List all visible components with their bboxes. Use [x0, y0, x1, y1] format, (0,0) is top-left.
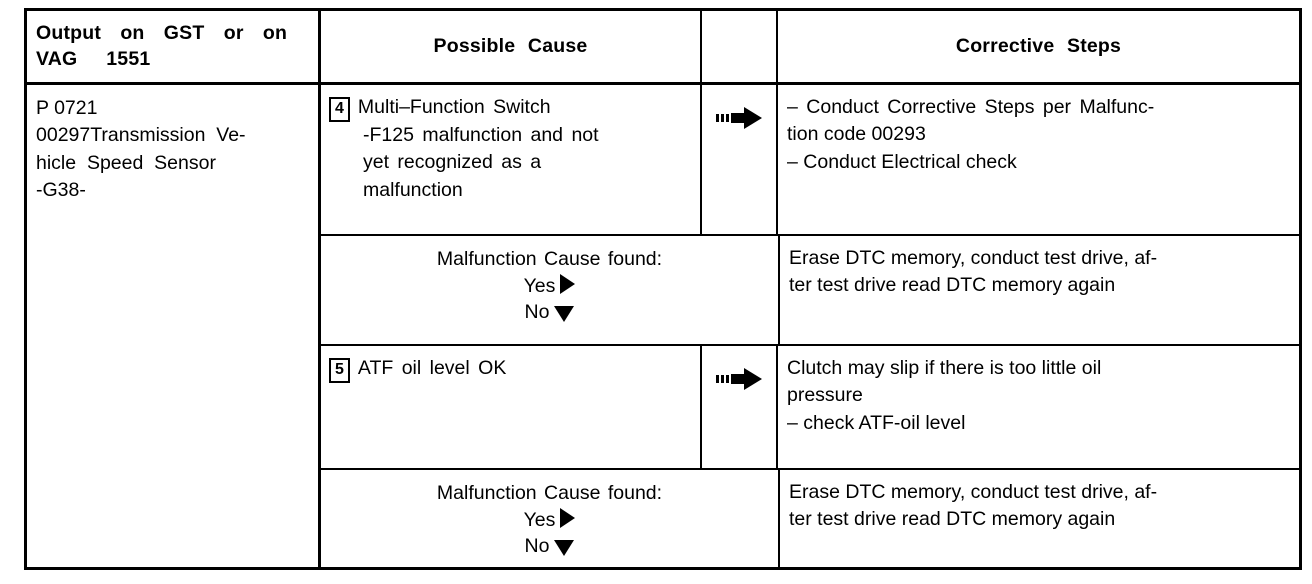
header-steps-label: Corrective Steps	[955, 35, 1122, 57]
step-line: Clutch may slip if there is too little o…	[787, 357, 1102, 379]
step-line: ter test drive read DTC memory again	[789, 274, 1116, 297]
cause-line: ATF oil level OK	[357, 357, 507, 379]
answer-yes[interactable]: Yes	[321, 273, 778, 299]
header-cell-steps: Corrective Steps	[778, 11, 1299, 82]
cause-line: Multi–Function Switch	[357, 96, 551, 118]
answer-yes-label: Yes	[523, 508, 556, 531]
cell-corrective-steps: – Conduct Corrective Steps per Malfunc- …	[778, 85, 1299, 234]
header-cell-arrow	[702, 11, 778, 82]
table-row: Malfunction Cause found: Yes No Erase DT…	[321, 236, 1299, 346]
table-row: 4 Multi–Function Switch -F125 malfunctio…	[321, 85, 1299, 236]
dtc-code: P 0721	[36, 97, 98, 119]
header-output-label: Output on GST or on VAG 1551	[36, 21, 288, 70]
step-line: – Conduct Corrective Steps per Malfunc-	[787, 96, 1155, 118]
dashed-right-arrow-icon	[716, 107, 762, 129]
header-row: Possible Cause Corrective Steps	[321, 11, 1299, 85]
cell-malfunction-cause-found: Malfunction Cause found: Yes No	[321, 236, 780, 344]
step-line: tion code 00293	[787, 123, 926, 146]
column-output: Output on GST or on VAG 1551 P 0721 0029…	[27, 11, 321, 567]
answer-no[interactable]: No	[321, 299, 778, 325]
header-cell-cause: Possible Cause	[321, 11, 702, 82]
step-line: pressure	[787, 384, 863, 407]
header-cell-output: Output on GST or on VAG 1551	[27, 11, 318, 85]
table-row: Malfunction Cause found: Yes No Erase DT…	[321, 470, 1299, 567]
cell-corrective-steps: Clutch may slip if there is too little o…	[778, 346, 1299, 468]
answer-no-label: No	[524, 301, 550, 324]
cell-possible-cause: 5 ATF oil level OK	[321, 346, 702, 468]
triangle-down-icon	[554, 306, 575, 323]
cell-arrow	[702, 346, 778, 468]
cell-possible-cause: 4 Multi–Function Switch -F125 malfunctio…	[321, 85, 702, 234]
cause-line: malfunction	[363, 178, 463, 201]
answer-no-label: No	[524, 535, 550, 558]
malfunction-found-title: Malfunction Cause found:	[436, 482, 663, 504]
step-line: ter test drive read DTC memory again	[789, 508, 1116, 531]
cell-corrective-steps: Erase DTC memory, conduct test drive, af…	[780, 236, 1299, 344]
triangle-right-icon	[560, 273, 576, 294]
column-right-region: Possible Cause Corrective Steps 4 Multi–…	[321, 11, 1299, 567]
answer-yes-label: Yes	[523, 274, 556, 297]
answer-no[interactable]: No	[321, 533, 778, 559]
cell-malfunction-cause-found: Malfunction Cause found: Yes No	[321, 470, 780, 567]
answer-yes[interactable]: Yes	[321, 507, 778, 533]
malfunction-found-title: Malfunction Cause found:	[436, 248, 663, 270]
dashed-right-arrow-icon	[716, 368, 762, 390]
cause-line: -F125 malfunction and not	[363, 124, 599, 146]
step-line: Erase DTC memory, conduct test drive, af…	[789, 481, 1158, 503]
header-cause-label: Possible Cause	[433, 35, 588, 57]
dtc-description-line-2: hicle Speed Sensor	[36, 151, 216, 174]
step-line: – check ATF-oil level	[787, 411, 966, 434]
cell-arrow	[702, 85, 778, 234]
diagnostic-table: Output on GST or on VAG 1551 P 0721 0029…	[24, 8, 1302, 570]
triangle-down-icon	[554, 540, 575, 557]
cause-line: yet recognized as a	[363, 151, 542, 174]
step-number-badge: 5	[329, 358, 350, 383]
step-line: Erase DTC memory, conduct test drive, af…	[789, 247, 1158, 269]
step-number-badge: 4	[329, 97, 350, 122]
dtc-description-line-3: -G38-	[36, 178, 86, 201]
dtc-description-line-1: 00297Transmission Ve-	[36, 124, 246, 147]
output-cell-body: P 0721 00297Transmission Ve- hicle Speed…	[27, 85, 318, 567]
cell-corrective-steps: Erase DTC memory, conduct test drive, af…	[780, 470, 1299, 567]
triangle-right-icon	[560, 507, 576, 528]
table-row: 5 ATF oil level OK	[321, 346, 1299, 470]
step-line: – Conduct Electrical check	[787, 150, 1017, 173]
